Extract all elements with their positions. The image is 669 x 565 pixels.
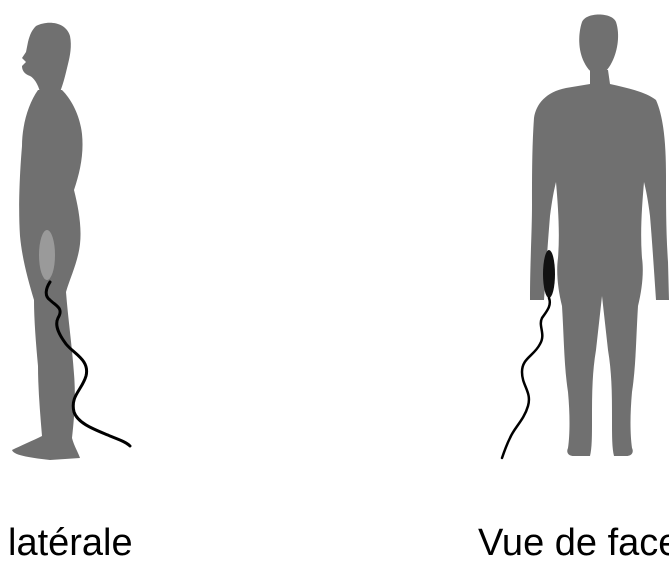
front-silhouette <box>530 15 669 457</box>
front-electrode <box>543 250 555 298</box>
front-cable <box>502 298 550 458</box>
front-head <box>579 15 618 75</box>
front-view-label: Vue de face <box>478 522 669 565</box>
side-view-label: latérale <box>8 522 133 565</box>
